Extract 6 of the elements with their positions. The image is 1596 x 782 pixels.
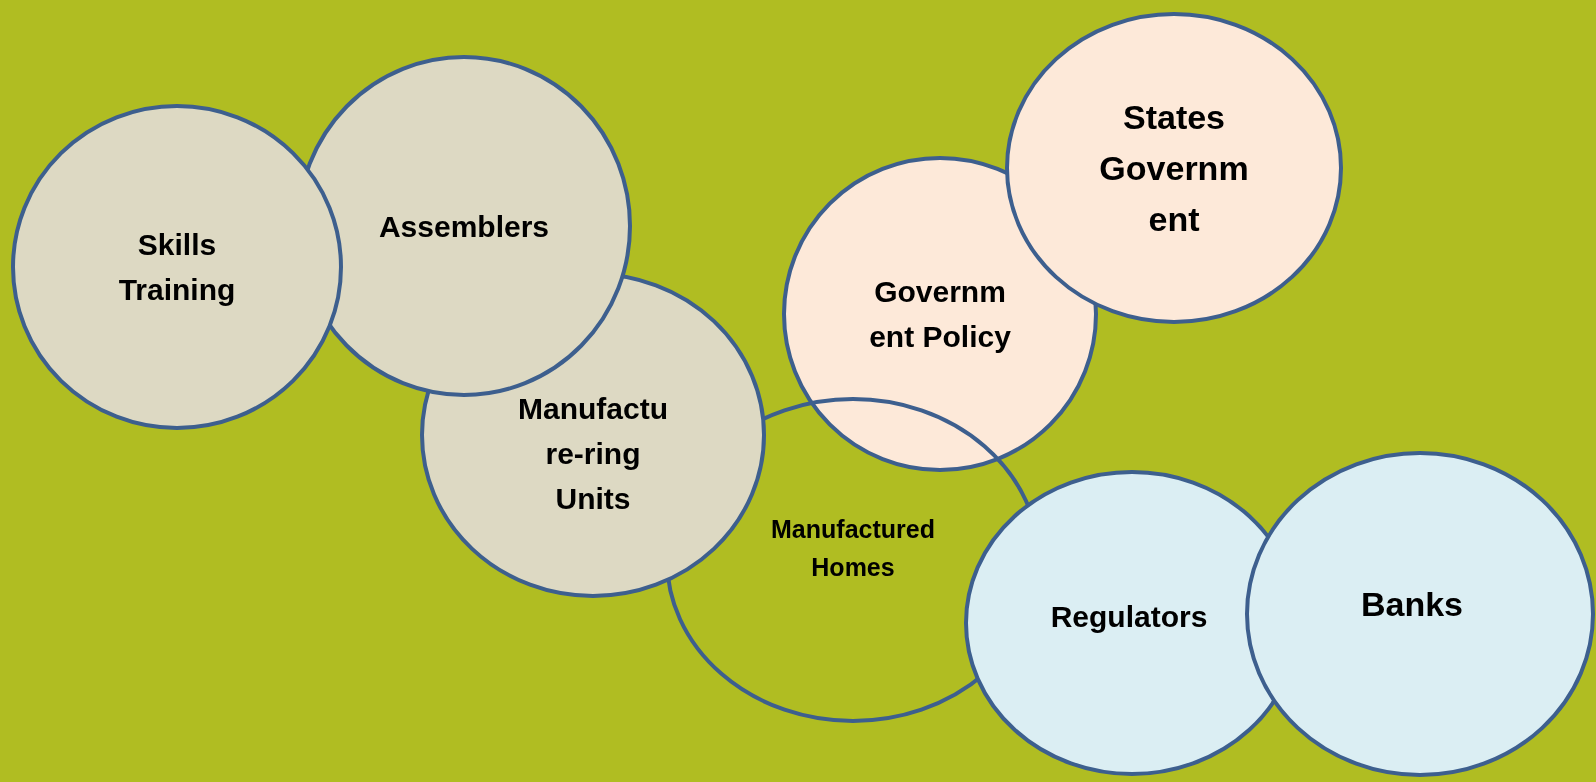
circle-label: Skills Training	[92, 222, 262, 312]
circle-label: Manufactured Homes	[738, 510, 968, 586]
circle-label: Governm ent Policy	[855, 269, 1025, 359]
circle-label: Regulators	[1029, 593, 1229, 639]
circle-label: Banks	[1312, 578, 1512, 630]
circle-label: Assemblers	[349, 203, 579, 249]
